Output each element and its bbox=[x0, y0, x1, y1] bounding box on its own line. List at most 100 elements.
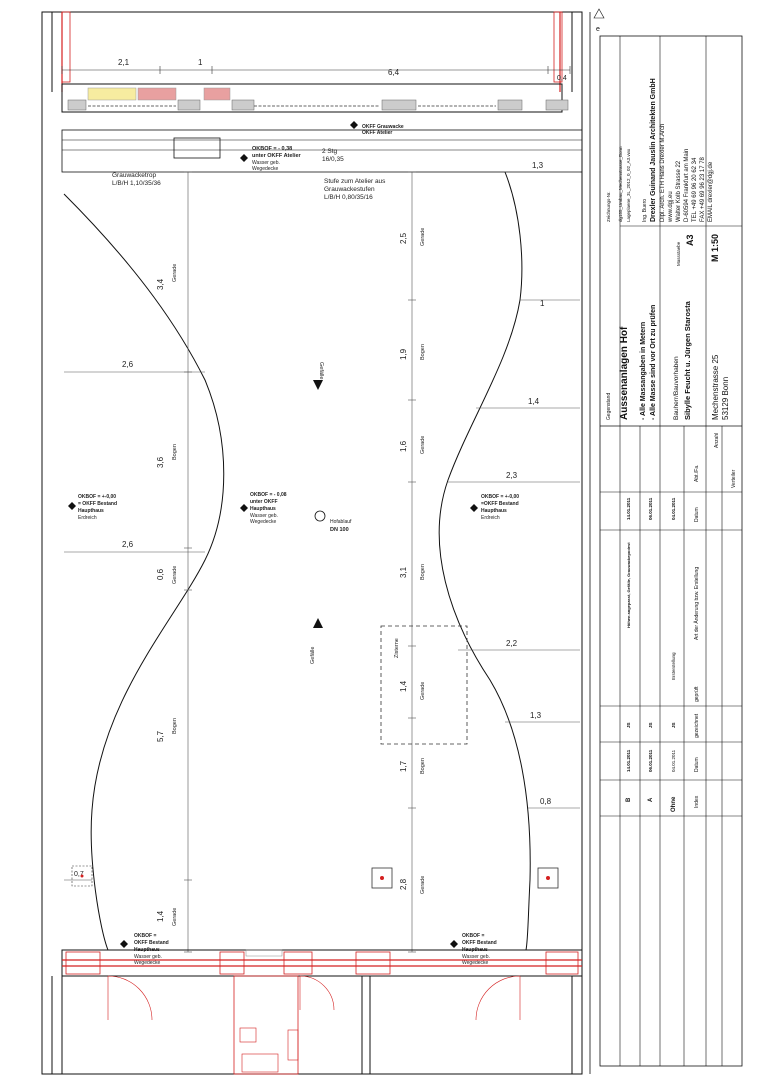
office-line-1: Dipl. Arch. ETH Hans Drexler M.Arch bbox=[660, 124, 666, 222]
office-line-4: D-60594 Frankfurt am Main bbox=[684, 149, 690, 222]
zeichnungs-nr-label: Zeichnungs-Nr. bbox=[606, 191, 611, 222]
top-dim-3: 6,4 bbox=[388, 68, 400, 77]
office-line-5: TEL +49 69 96 20 62 34 bbox=[692, 157, 698, 222]
gefaelle-label-bottom: Gefälle bbox=[310, 647, 316, 664]
right-column-labels: 2,5 Gerade 1,9 Bogen 1,6 Gerade 3,1 Boge… bbox=[399, 228, 426, 894]
left-col-note-4: Bogen bbox=[172, 718, 178, 734]
grauwackentrop-label: Grauwacketrop bbox=[112, 172, 156, 179]
right-col-note-7: Gerade bbox=[420, 876, 426, 894]
okbof-mid-5: Wegedecke bbox=[250, 519, 277, 525]
rev-b-date: 14.01.2011 bbox=[626, 749, 631, 772]
right-col-note-3: Gerade bbox=[420, 436, 426, 454]
ing-buero-label: Ing. Buero bbox=[642, 199, 648, 222]
okbof-bl-4: Wasser geb. bbox=[134, 954, 162, 960]
right-path-curve bbox=[438, 171, 531, 951]
okbof-bl-5: Wegedecke bbox=[134, 960, 161, 966]
left-col-note-5: Gerade bbox=[172, 908, 178, 926]
left-col-dim-4: 5,7 bbox=[156, 730, 165, 742]
okbof-left-3: Haupthaus bbox=[78, 508, 104, 514]
okbof-br-5: Wegedecke bbox=[462, 960, 489, 966]
left-col-dim-1: 3,4 bbox=[156, 278, 165, 290]
right-column-dimension bbox=[408, 171, 416, 953]
note-2: - Alle Masse sind vor Ort zu prüfen bbox=[650, 305, 657, 420]
office-line-6: FAX +49 69 96 23 17 78 bbox=[700, 156, 706, 222]
rev-b-index: B bbox=[626, 797, 632, 802]
gefaelle-label-top: Gefälle bbox=[318, 362, 324, 379]
okbof-mid-1: OKBOF = - 0,08 bbox=[250, 492, 287, 498]
left-dim-3: 0,7 bbox=[74, 871, 84, 878]
right-col-dim-1: 2,5 bbox=[399, 232, 408, 244]
left-col-dim-2: 3,6 bbox=[156, 456, 165, 468]
massstab-label: Massstaebe bbox=[676, 241, 681, 266]
right-col-dim-2: 1,9 bbox=[399, 348, 408, 360]
right-col-dim-4: 3,1 bbox=[399, 566, 408, 578]
level-marker-right bbox=[470, 504, 478, 512]
main-house-wall bbox=[51, 949, 583, 1075]
right-dim-1: 1,3 bbox=[532, 161, 544, 170]
zisterne-label: Zisterne bbox=[394, 638, 400, 658]
right-dim-6: 1,3 bbox=[530, 711, 542, 720]
header-abt: Abt./Fa. bbox=[694, 464, 700, 482]
right-dim-5: 2,2 bbox=[506, 639, 518, 648]
north-triangle-icon bbox=[593, 8, 605, 19]
drawing-file-2: Lageplaene_3L_2012_0_02_A3.vwx bbox=[626, 148, 631, 222]
stg-label: 2 Stg bbox=[322, 148, 338, 155]
right-col-dim-6: 1,7 bbox=[399, 760, 408, 772]
stufe-label-2: Grauwackestufen bbox=[324, 186, 375, 193]
left-column-dimension bbox=[184, 171, 192, 953]
level-marker-top bbox=[350, 121, 358, 129]
okff-top-line1: OKFF Grauwacke bbox=[362, 124, 404, 130]
corner-mark: e bbox=[596, 26, 600, 33]
header-verteiler: Verteiler bbox=[731, 469, 737, 488]
okff-top-line2: OKFF Atelier bbox=[362, 130, 392, 136]
left-horizontal-dims bbox=[64, 371, 205, 881]
header-anzahl: Anzahl bbox=[714, 433, 720, 448]
right-col-dim-7: 2,8 bbox=[399, 878, 408, 890]
drawing-border bbox=[41, 11, 583, 1075]
top-dim-1: 2,1 bbox=[118, 58, 130, 67]
right-col-dim-5: 1,4 bbox=[399, 680, 408, 692]
hofablauf-size: DN 100 bbox=[330, 527, 349, 533]
gegenstand-label: Gegenstand bbox=[606, 393, 612, 420]
okbof-left-4: Erdreich bbox=[78, 515, 97, 521]
okbof-bl-1: OKBOF = bbox=[134, 933, 156, 939]
left-dim-1: 2,6 bbox=[122, 360, 134, 369]
rev-b-date2: 14.01.2011 bbox=[626, 497, 631, 520]
rev-ohne-by: JS bbox=[671, 722, 676, 728]
rev-b-desc: Höhen angepasst, Gefälle, Grauwackepodes… bbox=[626, 542, 631, 628]
address-2: 53129 Bonn bbox=[721, 377, 730, 420]
rev-ohne-desc: Ersterstellung bbox=[671, 652, 676, 680]
rev-ohne-index: Ohne bbox=[671, 796, 677, 812]
okbof-top-line2: unter OKFF Atelier bbox=[252, 153, 302, 159]
right-dim-4: 2,3 bbox=[506, 471, 518, 480]
marker-box-right bbox=[537, 867, 559, 889]
rev-b-by: JS bbox=[626, 722, 631, 728]
right-horizontal-dims bbox=[448, 171, 580, 809]
right-col-note-5: Gerade bbox=[420, 682, 426, 700]
left-col-dim-5: 1,4 bbox=[156, 910, 165, 922]
okbof-mid-4: Wasser geb. bbox=[250, 513, 278, 519]
note-1: - Alle Massangaben in Metern bbox=[640, 322, 647, 420]
level-marker-top-2 bbox=[240, 154, 248, 162]
left-path-curve bbox=[63, 193, 225, 951]
okbof-left-2: = OKFF Bestand bbox=[78, 501, 117, 507]
header-gezeichnet: gezeichnet bbox=[694, 713, 700, 738]
level-marker-bottom-right bbox=[450, 940, 458, 948]
rev-a-index: A bbox=[648, 797, 654, 802]
top-dim-4: 0,4 bbox=[557, 75, 567, 82]
revision-table: B 14.01.2011 JS Höhen angepasst, Gefälle… bbox=[626, 433, 737, 812]
stufe-label: Stufe zum Atelier aus bbox=[324, 178, 386, 185]
right-dim-7: 0,8 bbox=[540, 797, 552, 806]
level-marker-left bbox=[68, 502, 76, 510]
okbof-br-1: OKBOF = bbox=[462, 933, 484, 939]
okbof-right-2: =OKFF Bestand bbox=[481, 501, 519, 507]
left-col-note-3: Gerade bbox=[172, 566, 178, 584]
header-geprueft: geprüft bbox=[694, 686, 700, 702]
drawing-file: dg155_Umbau_Mechenstrasse_Bonn bbox=[618, 146, 623, 222]
hofablauf-drain bbox=[314, 510, 326, 522]
gefaelle-arrow-bottom: Gefälle bbox=[310, 618, 323, 664]
level-marker-bottom-left bbox=[120, 940, 128, 948]
left-dim-2: 2,6 bbox=[122, 540, 134, 549]
client-name: Sibylle Feucht u. Jürgen Starosta bbox=[683, 300, 692, 420]
scale-label: M 1:50 bbox=[710, 234, 720, 262]
